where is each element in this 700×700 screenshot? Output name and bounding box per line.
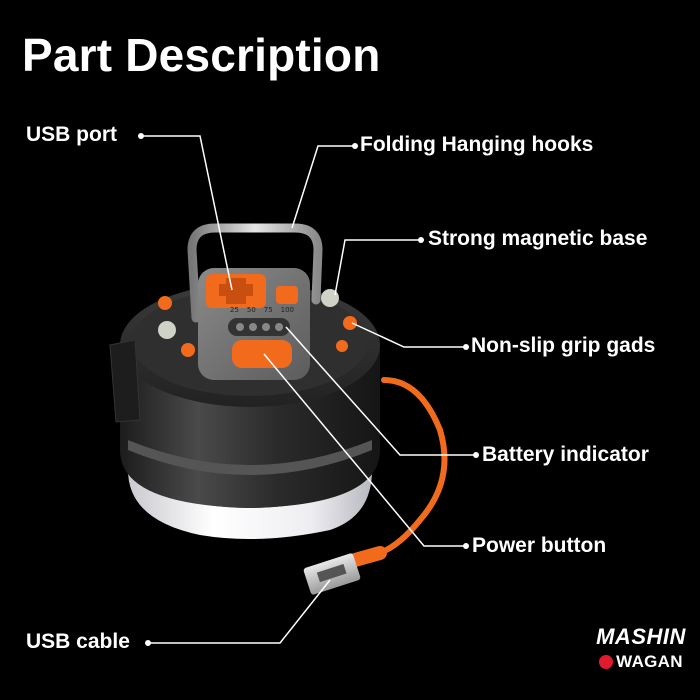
brand-top-text: MASHIN (596, 624, 686, 649)
battery-scale-100: 100 (280, 306, 294, 314)
label-folding-hooks: Folding Hanging hooks (360, 133, 594, 156)
brand-logo: MASHIN WAGAN (596, 624, 686, 672)
label-grip-pads: Non-slip grip gads (471, 334, 656, 357)
usb-port-cover (206, 274, 298, 308)
usb-cable (303, 377, 448, 595)
label-battery-indicator: Battery indicator (482, 443, 649, 466)
leader-folding-hooks (291, 145, 355, 229)
label-power-button: Power button (472, 534, 607, 557)
grip-pads (158, 289, 357, 357)
leader-grip-pads (351, 322, 466, 348)
power-button-shape (232, 340, 292, 368)
brand-bottom-text: WAGAN (616, 652, 683, 671)
battery-scale: 25 50 75 100 (230, 306, 294, 314)
brand-mark-icon (599, 655, 614, 669)
leader-lines (141, 135, 476, 644)
folding-hook (187, 223, 323, 323)
label-usb-port: USB port (26, 123, 117, 146)
battery-indicator-leds (228, 318, 290, 336)
leader-dots (138, 133, 479, 646)
battery-scale-75: 75 (263, 306, 273, 314)
label-usb-cable: USB cable (26, 630, 130, 653)
leader-usb-port (141, 135, 233, 291)
leader-usb-cable (148, 579, 331, 644)
page-title: Part Description (22, 29, 381, 81)
leader-battery-indicator (285, 326, 476, 456)
label-magnetic-base: Strong magnetic base (428, 227, 648, 250)
battery-scale-25: 25 (230, 306, 239, 314)
leader-magnetic-base (334, 239, 421, 296)
leader-power-button (263, 353, 466, 547)
battery-scale-50: 50 (246, 306, 256, 314)
